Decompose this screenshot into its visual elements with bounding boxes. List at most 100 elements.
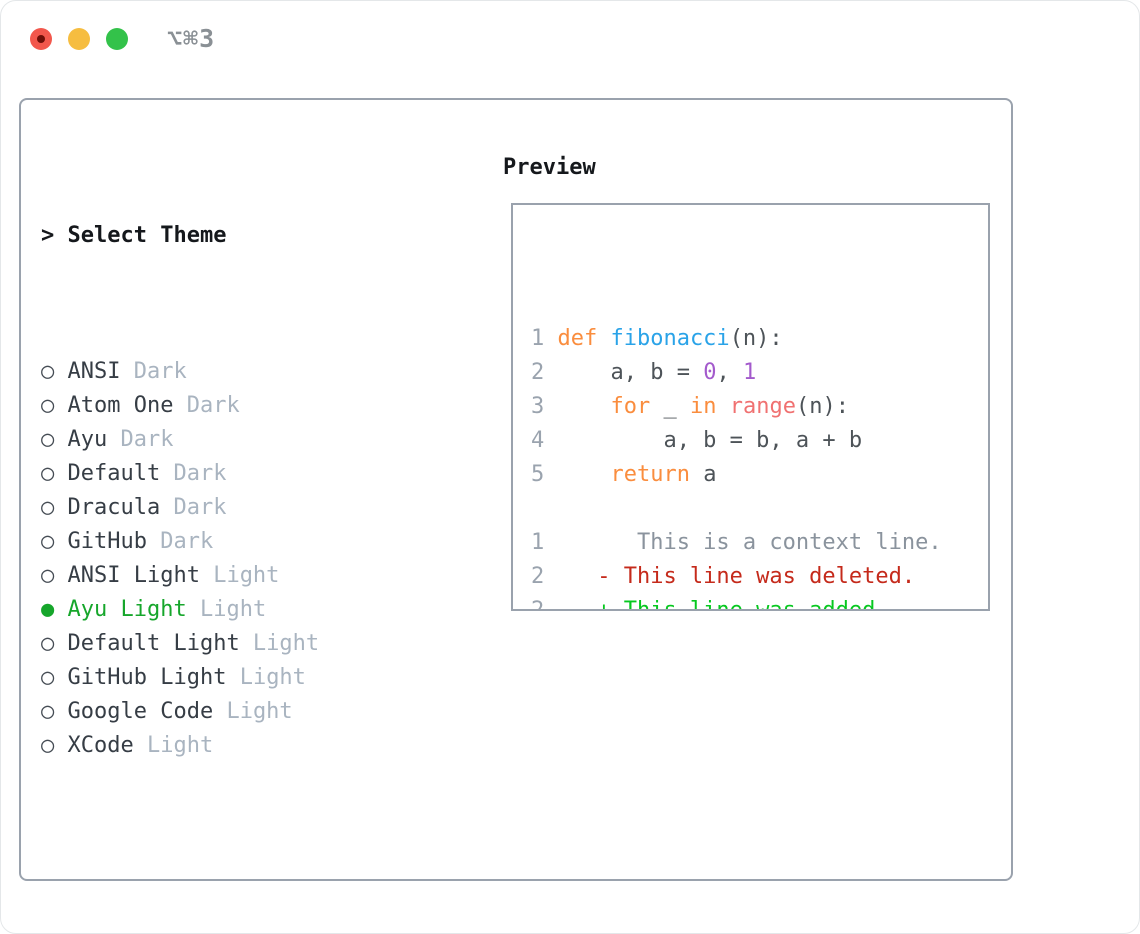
code-token-default — [716, 394, 729, 419]
theme-name: GitHub Light — [67, 665, 227, 690]
spacer — [41, 865, 412, 899]
prompt-caret: > — [41, 223, 55, 248]
code-line: 2 + This line was added. — [531, 594, 988, 611]
theme-option[interactable]: ○ GitHub Dark — [41, 525, 412, 559]
theme-variant: Dark — [120, 359, 187, 384]
theme-option[interactable]: ○ Atom One Dark — [41, 389, 412, 423]
theme-name: Ayu — [67, 427, 108, 452]
titlebar: ⌥⌘3 — [1, 1, 1139, 71]
code-line: 2 - This line was deleted. — [531, 560, 988, 594]
select-theme-label: Select Theme — [67, 223, 227, 248]
radio-icon: ○ — [41, 461, 68, 486]
zoom-button[interactable] — [106, 28, 128, 50]
radio-icon: ○ — [41, 733, 68, 758]
code-line — [531, 492, 988, 526]
code-token-default: a, b = — [557, 360, 704, 385]
radio-icon: ○ — [41, 529, 68, 554]
theme-name: Atom One — [67, 393, 174, 418]
code-token-default — [557, 394, 610, 419]
code-line: 2 a, b = 0, 1 — [531, 356, 988, 390]
code-token-keyword: def — [557, 326, 611, 351]
window-title: ⌥⌘3 — [167, 24, 216, 53]
code-token-context: This is a context line. — [557, 530, 942, 555]
theme-name: Google Code — [67, 699, 214, 724]
code-token-default: a, b = b, a + b — [557, 428, 863, 453]
code-token-deleted: - This line was deleted. — [557, 564, 916, 589]
radio-icon: ○ — [41, 699, 68, 724]
theme-option[interactable]: ○ Default Dark — [41, 457, 412, 491]
line-number: 2 — [531, 598, 545, 611]
close-button[interactable] — [30, 28, 52, 50]
line-number: 1 — [531, 530, 545, 555]
radio-icon: ○ — [41, 359, 68, 384]
code-token-default: (n): — [729, 326, 783, 351]
theme-name: GitHub — [67, 529, 147, 554]
radio-icon: ○ — [41, 495, 68, 520]
code-token-added: + This line was added. — [557, 598, 889, 611]
code-token-default: (n): — [795, 394, 849, 419]
minimize-button[interactable] — [68, 28, 90, 50]
code-line: 1 This is a context line. — [531, 526, 988, 560]
line-number: 1 — [531, 326, 545, 351]
code-token-number: 1 — [742, 360, 757, 385]
theme-variant: Dark — [160, 495, 227, 520]
theme-name: Default Light — [67, 631, 240, 656]
theme-variant: Light — [226, 665, 306, 690]
code-token-keyword: in — [689, 394, 717, 419]
theme-option[interactable]: ○ Ayu Dark — [41, 423, 412, 457]
radio-icon: ○ — [41, 665, 68, 690]
code-line: 1 def fibonacci(n): — [531, 322, 988, 356]
theme-list: ○ ANSI Dark○ Atom One Dark○ Ayu Dark○ De… — [41, 355, 412, 763]
code-token-keyword: return — [610, 462, 690, 487]
theme-variant: Dark — [173, 393, 240, 418]
radio-icon: ○ — [41, 393, 68, 418]
code-line: 4 a, b = b, a + b — [531, 424, 988, 458]
theme-option[interactable]: ○ Dracula Dark — [41, 491, 412, 525]
theme-variant: Light — [239, 631, 320, 656]
theme-variant: Dark — [146, 529, 214, 554]
theme-variant: Light — [213, 699, 293, 724]
radio-icon: ○ — [41, 563, 68, 588]
theme-name: Ayu Light — [67, 597, 187, 622]
radio-icon: ○ — [41, 427, 68, 452]
radio-selected-icon: ● — [41, 597, 68, 622]
code-token-keyword: for — [610, 394, 651, 419]
theme-picker-panel: > Select Theme ○ ANSI Dark○ Atom One Dar… — [19, 98, 1013, 881]
line-number: 3 — [531, 394, 545, 419]
theme-option[interactable]: ○ GitHub Light Light — [41, 661, 412, 695]
code-line: 3 for _ in range(n): — [531, 390, 988, 424]
theme-name: Default — [67, 461, 161, 486]
theme-name: Dracula — [67, 495, 161, 520]
select-theme-header: > Select Theme — [41, 219, 412, 253]
code-token-default: _ — [650, 394, 690, 419]
code-token-default — [557, 462, 610, 487]
code-token-default: a — [689, 462, 717, 487]
theme-variant: Dark — [160, 461, 227, 486]
code-line: 5 return a — [531, 458, 988, 492]
theme-option[interactable]: ○ Default Light Light — [41, 627, 412, 661]
theme-variant: Dark — [107, 427, 174, 452]
theme-variant: Light — [199, 563, 280, 588]
line-number: 2 — [531, 360, 545, 385]
theme-option[interactable]: ○ ANSI Light Light — [41, 559, 412, 593]
theme-name: XCode — [67, 733, 134, 758]
theme-option[interactable]: ○ ANSI Dark — [41, 355, 412, 389]
preview-heading: Preview — [503, 155, 596, 180]
theme-name: ANSI — [67, 359, 121, 384]
theme-variant: Light — [133, 733, 214, 758]
line-number: 5 — [531, 462, 545, 487]
theme-option[interactable]: ○ Google Code Light — [41, 695, 412, 729]
radio-icon: ○ — [41, 631, 68, 656]
theme-option[interactable]: ● Ayu Light Light — [41, 593, 412, 627]
theme-variant: Light — [186, 597, 267, 622]
code-token-builtin: range — [729, 394, 796, 419]
theme-option[interactable]: ○ XCode Light — [41, 729, 412, 763]
theme-picker-column: > Select Theme ○ ANSI Dark○ Atom One Dar… — [41, 151, 412, 933]
line-number: 2 — [531, 564, 545, 589]
theme-name: ANSI Light — [67, 563, 200, 588]
code-token-function: fibonacci — [610, 326, 730, 351]
code-token-default: , — [716, 360, 743, 385]
